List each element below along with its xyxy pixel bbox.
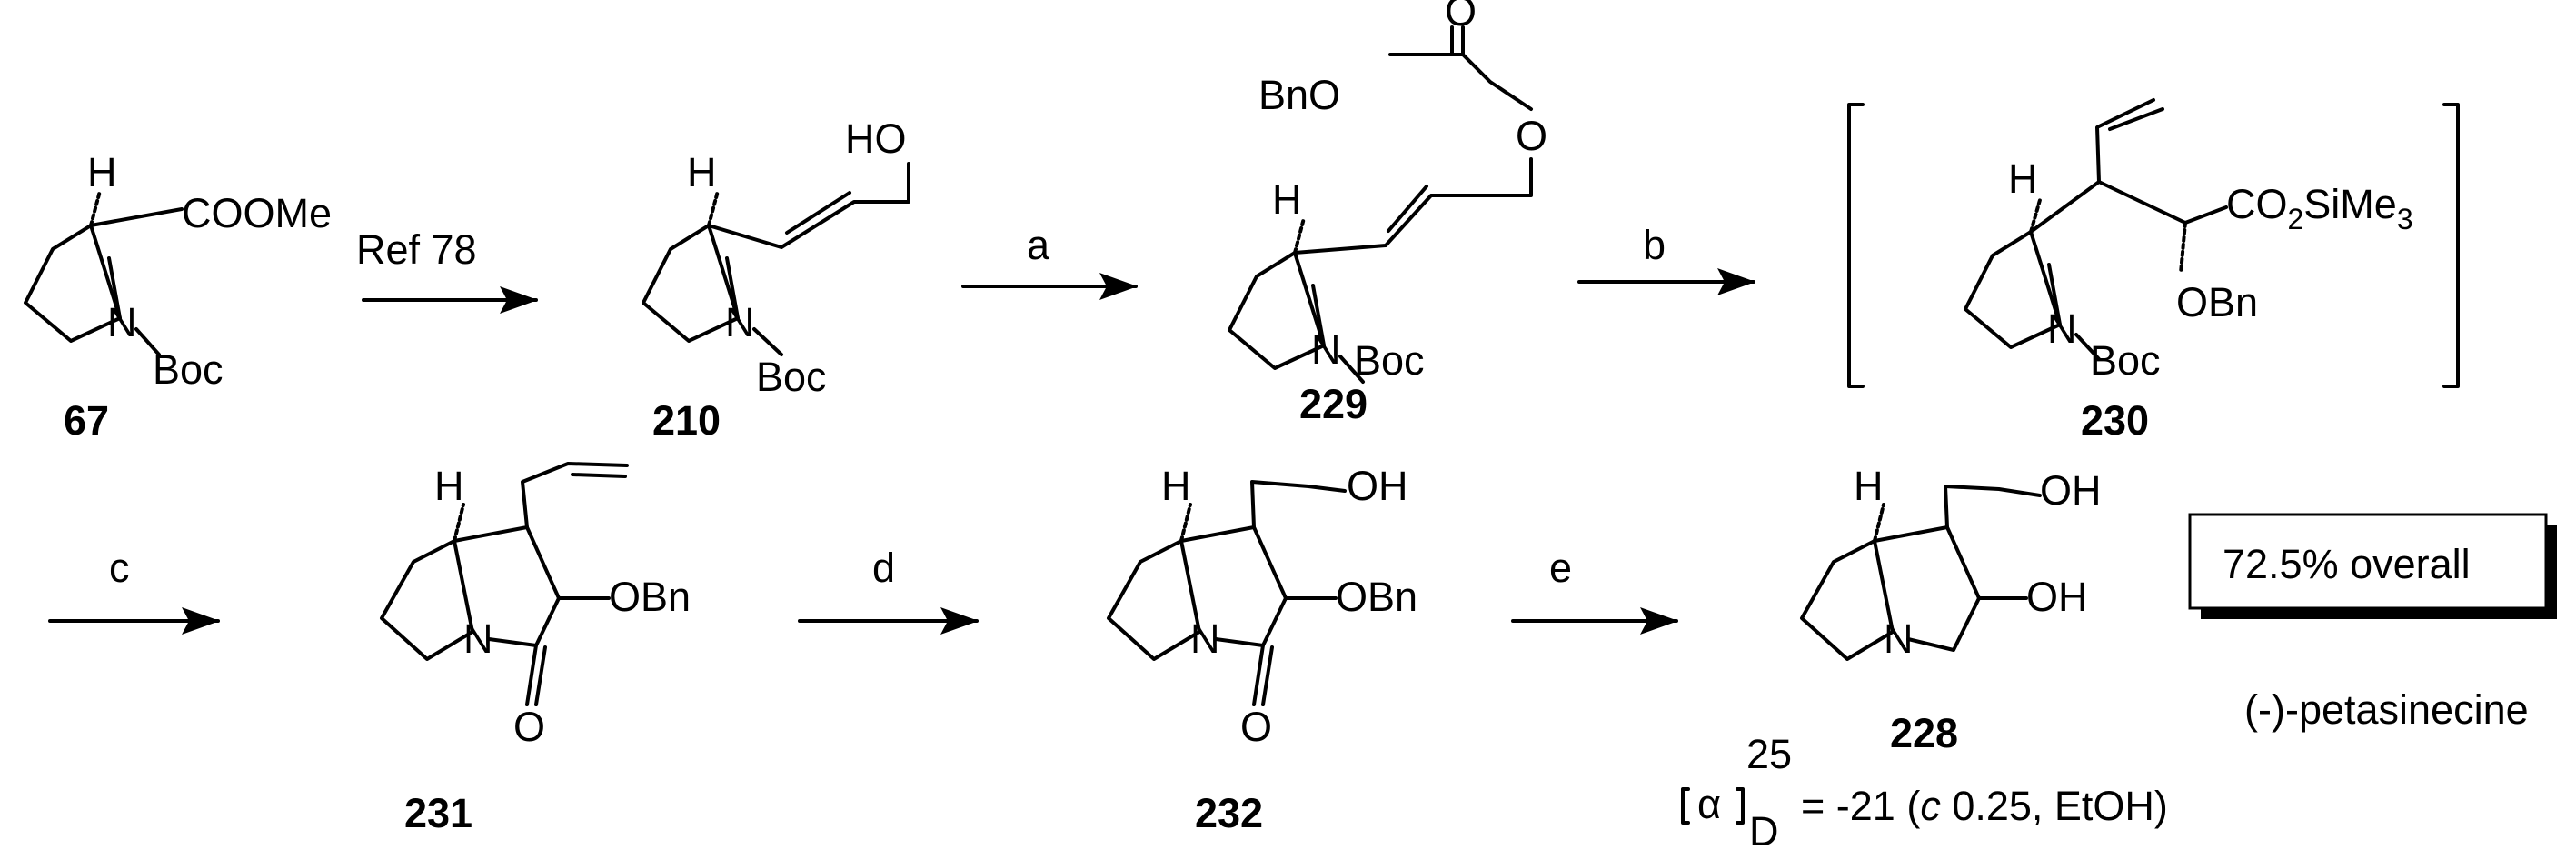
h-label: H xyxy=(87,149,117,195)
o-label: O xyxy=(513,704,545,750)
obn-label: OBn xyxy=(1336,574,1417,620)
hydroxy-label: HO xyxy=(845,115,907,162)
ester-o-label: O xyxy=(1516,113,1547,159)
arrow-label: Ref 78 xyxy=(356,226,477,273)
rotation-temperature: 25 xyxy=(1746,731,1792,777)
compound-232: H OH OBn N O 232 xyxy=(1107,463,1417,836)
n-label: N xyxy=(1190,615,1220,662)
boc-label: Boc xyxy=(1354,337,1425,384)
hydroxy-top-label: OH xyxy=(2040,467,2102,514)
ester-label: COOMe xyxy=(182,190,332,236)
arrow-label: e xyxy=(1549,545,1572,591)
co2-label: CO2SiMe3 xyxy=(2226,181,2413,235)
compound-number: 232 xyxy=(1195,790,1263,836)
n-label: N xyxy=(463,615,493,662)
arrow-label: b xyxy=(1643,222,1666,268)
n-label: N xyxy=(1884,615,1914,662)
n-label: N xyxy=(725,299,755,345)
hydroxy-label: OH xyxy=(1347,463,1408,509)
arrow-label: c xyxy=(109,545,130,591)
arrow-label: d xyxy=(872,545,895,591)
compound-228: H OH OH N 228 xyxy=(1800,463,2102,756)
n-label: N xyxy=(107,299,137,345)
compound-number: 210 xyxy=(652,397,721,444)
compound-231: H OBn N O 231 xyxy=(380,462,691,836)
boc-label: Boc xyxy=(153,346,224,393)
h-label: H xyxy=(1161,463,1191,509)
arrow-label: a xyxy=(1027,222,1050,268)
obn-label: OBn xyxy=(609,574,691,620)
arrow-a: a xyxy=(961,222,1138,300)
h-label: H xyxy=(434,463,464,509)
bno-label: BnO xyxy=(1258,72,1340,118)
compound-number: 229 xyxy=(1299,381,1368,427)
carbonyl-o-label: O xyxy=(1445,0,1477,35)
h-label: H xyxy=(1272,176,1302,223)
boc-label: Boc xyxy=(756,354,827,400)
hydroxy-ring-label: OH xyxy=(2026,574,2088,620)
yield-text: 72.5% overall xyxy=(2223,541,2471,587)
alpha-symbol: α xyxy=(1697,781,1721,827)
compound-number: 230 xyxy=(2081,397,2149,444)
h-label: H xyxy=(2008,155,2038,202)
arrow-c: c xyxy=(48,545,220,635)
arrow-ref78: Ref 78 xyxy=(356,226,538,314)
optical-rotation: α 25 D = -21 (c 0.25, EtOH) xyxy=(1681,731,2168,850)
arrow-b: b xyxy=(1577,222,1755,295)
compound-number: 231 xyxy=(404,790,472,836)
n-label: N xyxy=(2047,305,2077,352)
rotation-value: = -21 (c 0.25, EtOH) xyxy=(1801,783,2168,829)
arrow-d: d xyxy=(798,545,979,635)
rotation-d-line: D xyxy=(1749,808,1779,850)
n-label: N xyxy=(1311,326,1341,373)
obn-label: OBn xyxy=(2176,279,2258,325)
compound-230: H CO2SiMe3 OBn N Boc 230 xyxy=(1847,98,2460,444)
h-label: H xyxy=(1854,463,1884,509)
compound-number: 228 xyxy=(1890,710,1958,756)
arrow-e: e xyxy=(1511,545,1678,635)
compound-229: H O BnO O N Boc 229 xyxy=(1228,0,1547,427)
compound-number: 67 xyxy=(64,397,109,444)
o-label: O xyxy=(1240,704,1272,750)
product-name: (-)-petasinecine xyxy=(2244,686,2529,733)
compound-67: H COOMe N Boc 67 xyxy=(24,149,332,444)
boc-label: Boc xyxy=(2090,337,2161,384)
h-label: H xyxy=(687,149,717,195)
compound-210: H HO N Boc 210 xyxy=(642,115,910,444)
yield-box: 72.5% overall xyxy=(2188,513,2557,619)
